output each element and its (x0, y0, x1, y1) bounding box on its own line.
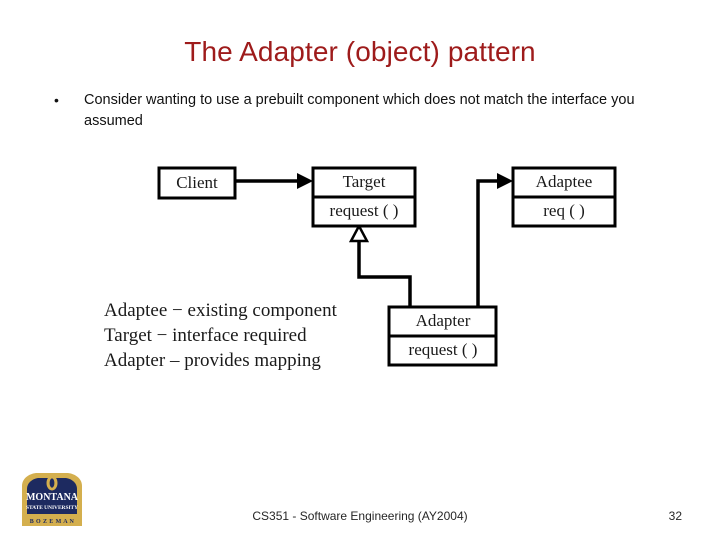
page-number: 32 (668, 509, 682, 523)
bullet-text: Consider wanting to use a prebuilt compo… (84, 92, 635, 129)
logo-line-state-university: STATE UNIVERSITY (26, 505, 78, 511)
arrowhead-adapter-to-adaptee (497, 173, 513, 189)
uml-box-target: Target request ( ) (311, 166, 417, 228)
bullet-marker-icon: • (54, 92, 59, 108)
legend-line-adaptee: Adaptee − existing component (104, 300, 337, 321)
bullet-list: • Consider wanting to use a prebuilt com… (54, 90, 664, 132)
logo-line-bozeman: B O Z E M A N (30, 519, 75, 525)
connector-adapter-to-adaptee (476, 179, 506, 307)
footer-course-label: CS351 - Software Engineering (AY2004) (252, 509, 468, 523)
legend-line-target: Target − interface required (104, 325, 307, 346)
montana-state-university-logo: MONTANA STATE UNIVERSITY B O Z E M A N (20, 470, 84, 532)
uml-box-adapter-operation: request ( ) (409, 340, 478, 359)
arrowhead-client-to-target (297, 173, 313, 189)
logo-shield-navy (27, 478, 77, 514)
uml-box-adaptee: Adaptee req ( ) (511, 166, 617, 228)
uml-box-adapter-name: Adapter (416, 311, 471, 330)
connector-adapter-to-target (357, 240, 412, 307)
arrowhead-generalization-to-target (348, 223, 370, 243)
list-item: • Consider wanting to use a prebuilt com… (54, 90, 664, 132)
uml-box-target-name: Target (343, 172, 386, 191)
diagram-legend: Adaptee − existing component Target − in… (104, 298, 337, 373)
logo-line-montana: MONTANA (26, 492, 79, 503)
uml-box-client-name: Client (176, 173, 218, 192)
uml-box-client: Client (157, 166, 237, 200)
uml-box-target-operation: request ( ) (330, 201, 399, 220)
uml-box-adaptee-name: Adaptee (536, 172, 593, 191)
uml-box-adaptee-operation: req ( ) (543, 201, 585, 220)
legend-line-adapter: Adapter – provides mapping (104, 350, 321, 371)
uml-box-adapter: Adapter request ( ) (387, 305, 498, 367)
page-title: The Adapter (object) pattern (184, 36, 536, 67)
